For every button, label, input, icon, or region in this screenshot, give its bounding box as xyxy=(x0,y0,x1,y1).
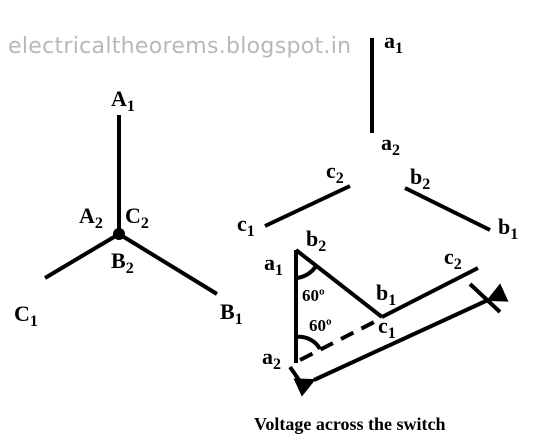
winding-b xyxy=(404,186,491,232)
angle-label-top: 60º xyxy=(302,286,325,305)
watermark: electricaltheorems.blogspot.in xyxy=(8,34,351,59)
end-tick-left xyxy=(288,365,308,392)
angle-arc-bottom xyxy=(295,334,322,351)
secondary-windings xyxy=(264,38,491,232)
label-ta1: a1 xyxy=(264,250,283,279)
label-tb1: b1 xyxy=(376,280,396,309)
winding-c xyxy=(264,184,351,228)
star-neutral-point xyxy=(113,228,125,240)
label-wb2: b2 xyxy=(410,164,430,193)
caption: Voltage across the switch xyxy=(254,414,446,434)
label-B1: B1 xyxy=(220,299,243,328)
label-wb1: b1 xyxy=(498,214,518,243)
label-B2: B2 xyxy=(111,248,134,277)
star-arm-c xyxy=(43,232,121,280)
angle-label-bottom: 60º xyxy=(309,316,332,335)
label-tc1: c1 xyxy=(378,313,396,342)
label-C1: C1 xyxy=(14,301,38,330)
switch-voltage-indicator xyxy=(288,282,509,397)
label-C2: C2 xyxy=(125,203,149,232)
voltage-arrow xyxy=(293,283,509,397)
label-tb2: b2 xyxy=(306,226,326,255)
label-wa1: a1 xyxy=(384,28,403,57)
label-wc1: c1 xyxy=(237,211,255,240)
star-connection xyxy=(43,115,219,296)
star-arm-b xyxy=(117,232,219,296)
label-A2: A2 xyxy=(79,203,103,232)
delta-side-b xyxy=(294,248,384,319)
label-wa2: a2 xyxy=(381,130,400,159)
label-tc2: c2 xyxy=(444,244,462,273)
label-A1: A1 xyxy=(111,86,135,115)
angle-arc-top xyxy=(295,264,318,280)
label-wc2: c2 xyxy=(326,158,344,187)
label-ta2: a2 xyxy=(262,344,281,373)
